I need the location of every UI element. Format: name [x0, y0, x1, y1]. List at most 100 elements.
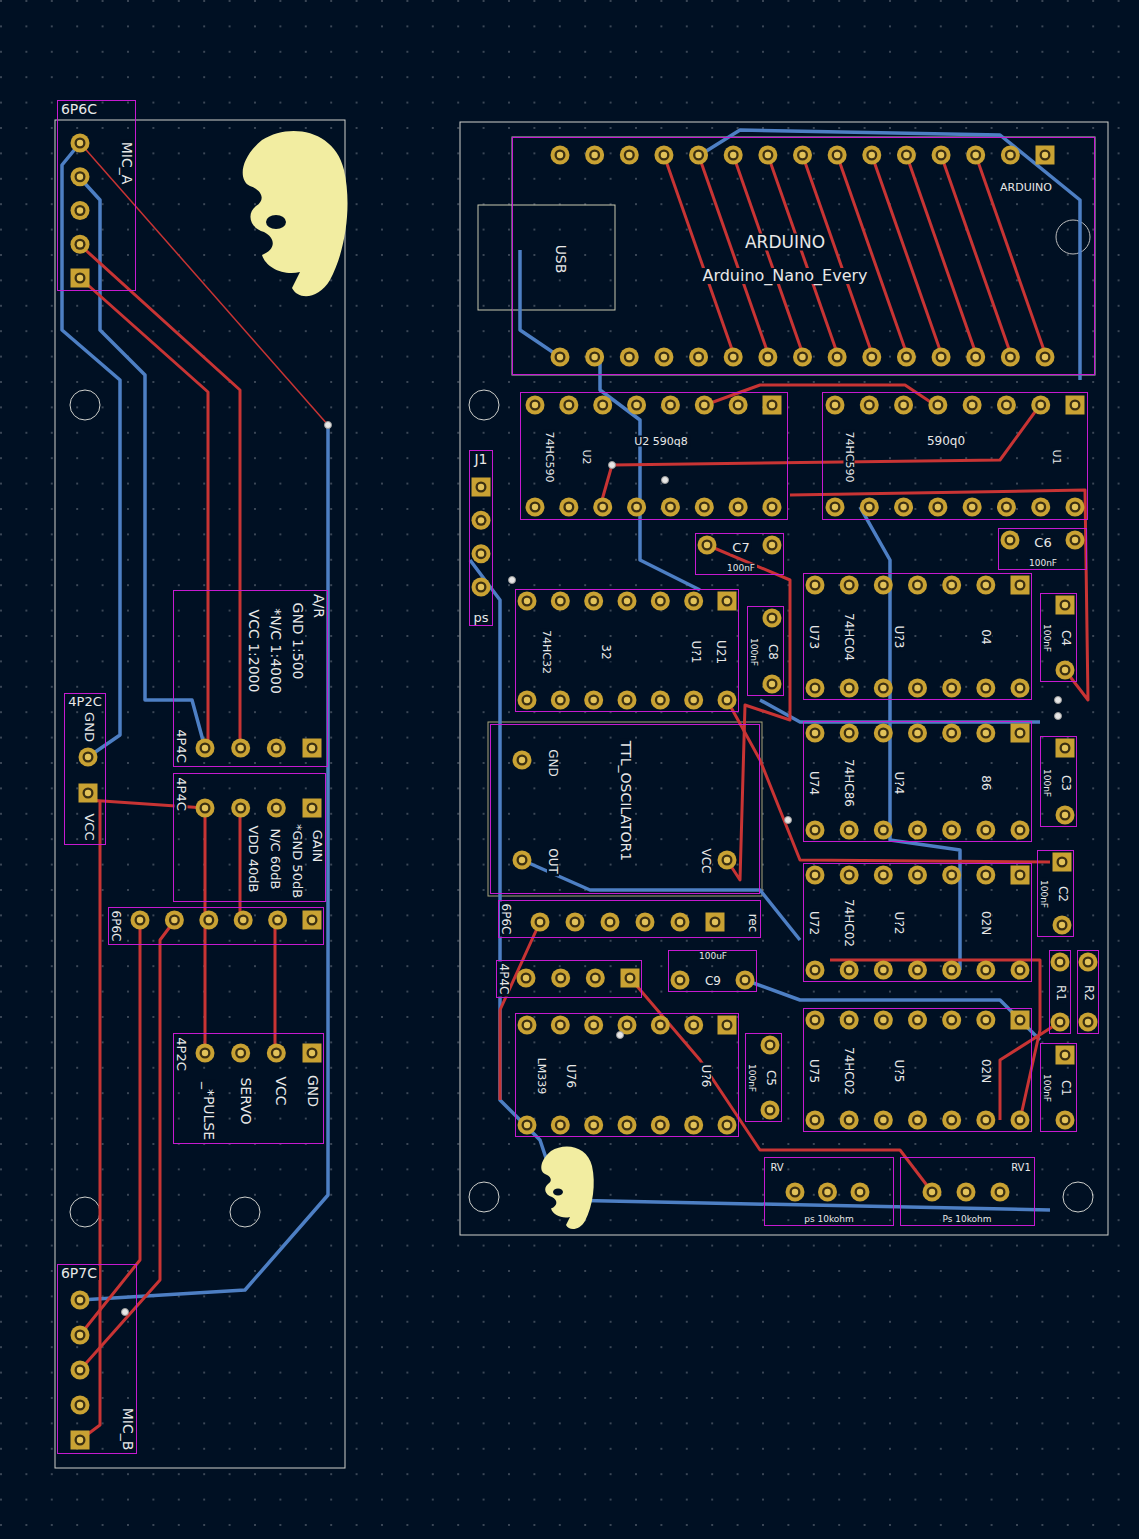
pad	[1056, 1046, 1075, 1065]
pad	[689, 348, 708, 367]
silkscreen-text: R1	[1055, 983, 1067, 1003]
pad-drill	[735, 402, 741, 408]
pad-ring	[976, 576, 995, 595]
pad	[71, 1396, 90, 1415]
board-outline	[55, 120, 345, 1468]
pad-drill	[1017, 1017, 1023, 1023]
pad-ring	[551, 592, 570, 611]
silkscreen-text: U21	[715, 638, 727, 666]
pad-drill-ring	[622, 1120, 633, 1131]
silkscreen-text: 4P4C	[498, 962, 510, 997]
pad-ring	[165, 911, 184, 930]
pad-drill	[1017, 730, 1023, 736]
silkscreen-text: ps 10kohm	[802, 1215, 856, 1224]
pad-drill-ring	[238, 915, 249, 926]
silkscreen-text: C3	[1060, 773, 1072, 793]
pad-drill-ring	[1015, 965, 1026, 976]
pad-drill	[767, 1107, 773, 1113]
pad	[806, 1011, 825, 1030]
pad	[1056, 661, 1075, 680]
pad	[636, 913, 655, 932]
pad-drill	[519, 757, 525, 763]
pad-drill-ring	[1015, 825, 1026, 836]
pad-drill	[633, 402, 639, 408]
pad-drill-ring	[878, 580, 889, 591]
pad	[1056, 739, 1075, 758]
pad-ring	[71, 1326, 90, 1345]
pad-drill	[769, 504, 775, 510]
pad-ring	[627, 396, 646, 415]
pad-drill-ring	[588, 1120, 599, 1131]
top-trace	[80, 278, 208, 748]
silkscreen-text: R2	[1083, 983, 1095, 1003]
pad-drill-ring	[688, 1120, 699, 1131]
silkscreen-text: GAIN	[311, 828, 324, 865]
pad-ring	[651, 1016, 670, 1035]
pad-ring	[997, 396, 1016, 415]
pad-drill-ring	[765, 1040, 776, 1051]
pad	[513, 851, 532, 870]
pad-ring	[518, 1016, 537, 1035]
pad-drill	[903, 354, 909, 360]
pad	[627, 498, 646, 517]
pad-drill	[880, 582, 886, 588]
pad-drill	[1007, 152, 1013, 158]
pad-drill-ring	[521, 973, 532, 984]
pad-square	[71, 269, 90, 288]
silkscreen-text: U?1	[690, 639, 702, 666]
pad-ring	[786, 1183, 805, 1202]
pad	[267, 1044, 286, 1063]
pad-drill-ring	[665, 400, 676, 411]
pad-drill-ring	[946, 965, 957, 976]
pad	[942, 1011, 961, 1030]
pad	[518, 1116, 537, 1135]
pad-drill-ring	[1057, 857, 1068, 868]
pad	[1066, 531, 1085, 550]
pad-drill	[1062, 812, 1068, 818]
pad-drill-ring	[790, 1187, 801, 1198]
pad	[267, 739, 286, 758]
footprint-box: C2100nF	[1037, 850, 1075, 937]
pad-ring	[620, 146, 639, 165]
silkscreen-text: RV	[768, 1163, 785, 1173]
pad	[303, 911, 322, 930]
pad-drill	[695, 354, 701, 360]
pad-ring	[874, 679, 893, 698]
silkscreen-text: C7	[730, 541, 751, 554]
pad-ring	[806, 724, 825, 743]
silkscreen-text: RV1	[1009, 1163, 1033, 1173]
pad	[793, 348, 812, 367]
bottom-trace	[80, 425, 328, 1300]
pad-drill-ring	[810, 965, 821, 976]
pad-drill-ring	[83, 752, 94, 763]
pad-ring	[684, 1016, 703, 1035]
pad	[763, 675, 782, 694]
pad	[71, 235, 90, 254]
footprint-box: U7374HC04U?304	[803, 573, 1032, 700]
pad	[786, 1183, 805, 1202]
pad	[593, 498, 612, 517]
pad-square	[763, 396, 782, 415]
pad-ring	[976, 724, 995, 743]
pad-drill-ring	[1015, 683, 1026, 694]
pad-ring	[267, 799, 286, 818]
pad-drill	[824, 1189, 830, 1195]
pad-drill	[557, 697, 563, 703]
pad-drill	[1072, 537, 1078, 543]
pad-ring	[526, 396, 545, 415]
pad-drill	[769, 615, 775, 621]
board-outline	[460, 122, 1108, 1235]
silkscreen-text: 74HC86	[843, 757, 855, 809]
pad-ring	[671, 913, 690, 932]
pad-drill-ring	[936, 150, 947, 161]
pad-drill	[846, 1017, 852, 1023]
footprint-box: 74HC590U2U2 590q8	[520, 392, 788, 520]
pad-drill	[1003, 402, 1009, 408]
pad-ring	[585, 348, 604, 367]
pad-drill-ring	[555, 695, 566, 706]
pad-drill	[1059, 922, 1065, 928]
pad	[908, 724, 927, 743]
pad-ring	[618, 691, 637, 710]
pad	[303, 799, 322, 818]
